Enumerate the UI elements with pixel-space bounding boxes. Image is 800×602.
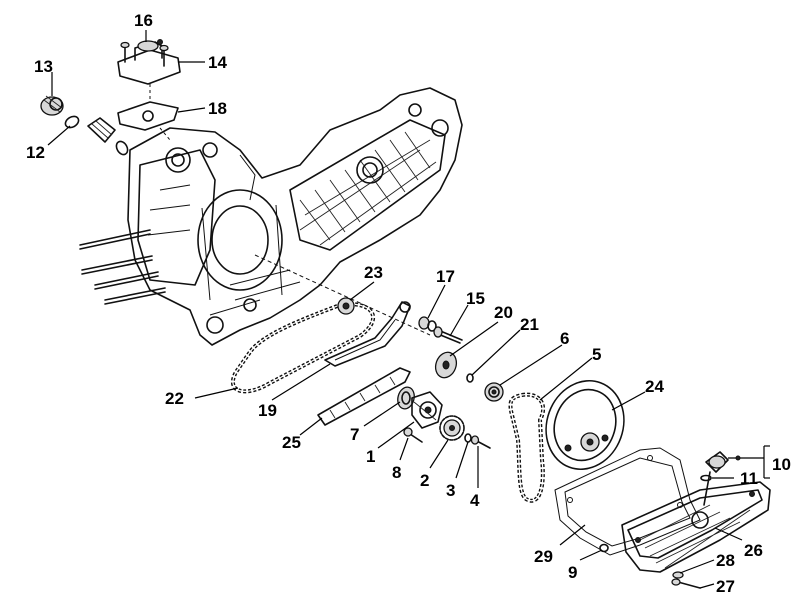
callout-1: 1 (366, 447, 375, 466)
callout-17: 17 (436, 267, 455, 286)
callout-labels: 13 12 16 14 18 23 17 15 20 21 6 5 24 22 … (26, 11, 791, 596)
callout-5: 5 (592, 345, 601, 364)
key-21 (466, 373, 474, 383)
tensioner-guide-25 (317, 367, 411, 426)
callout-4: 4 (470, 491, 480, 510)
callout-9: 9 (568, 563, 577, 582)
callout-19: 19 (258, 401, 277, 420)
oil-pump-1 (411, 391, 443, 429)
callout-20: 20 (494, 303, 513, 322)
callout-29: 29 (534, 547, 553, 566)
chain-guide-19 (324, 301, 411, 367)
callout-23: 23 (364, 263, 383, 282)
o-ring (64, 115, 80, 129)
leader-lines (47, 30, 770, 589)
sprocket-23 (337, 297, 355, 315)
cover-screws (120, 41, 169, 67)
spacer-17 (418, 316, 437, 332)
callout-21: 21 (520, 315, 539, 334)
bolt-27 (671, 578, 701, 589)
callout-14: 14 (208, 53, 227, 72)
oil-sump-26 (621, 481, 771, 573)
callout-15: 15 (466, 289, 485, 308)
sprocket-6 (484, 382, 504, 402)
callout-25: 25 (282, 433, 301, 452)
callout-16: 16 (134, 11, 153, 30)
callout-22: 22 (165, 389, 184, 408)
callout-26: 26 (744, 541, 763, 560)
seal-7 (397, 386, 415, 410)
bolt-4 (470, 435, 491, 449)
callout-13: 13 (34, 57, 53, 76)
washer-9 (599, 543, 609, 553)
washer-20 (434, 351, 458, 379)
callout-28: 28 (716, 551, 735, 570)
crankcase-housing (79, 87, 463, 346)
callout-12: 12 (26, 143, 45, 162)
filter-screen (87, 117, 129, 156)
callout-10: 10 (772, 455, 791, 474)
washer-3 (464, 433, 472, 443)
drain-plug (40, 95, 64, 116)
o-ring-11 (700, 474, 712, 482)
pump-cover-24 (545, 379, 625, 471)
drain-screw-28 (672, 571, 684, 579)
callout-24: 24 (645, 377, 664, 396)
pump-sprocket-2 (439, 415, 465, 441)
callout-2: 2 (420, 471, 429, 490)
callout-6: 6 (560, 329, 569, 348)
bolt-15 (433, 326, 463, 344)
screw-8 (403, 427, 423, 443)
callout-7: 7 (350, 425, 359, 444)
callout-27: 27 (716, 577, 735, 596)
callout-18: 18 (208, 99, 227, 118)
callout-11: 11 (740, 469, 758, 488)
cover-gasket (117, 84, 179, 141)
chain-22 (230, 302, 375, 394)
chain-5 (508, 392, 546, 503)
sump-gasket-29 (554, 447, 701, 556)
callout-3: 3 (446, 481, 455, 500)
callout-8: 8 (392, 463, 401, 482)
